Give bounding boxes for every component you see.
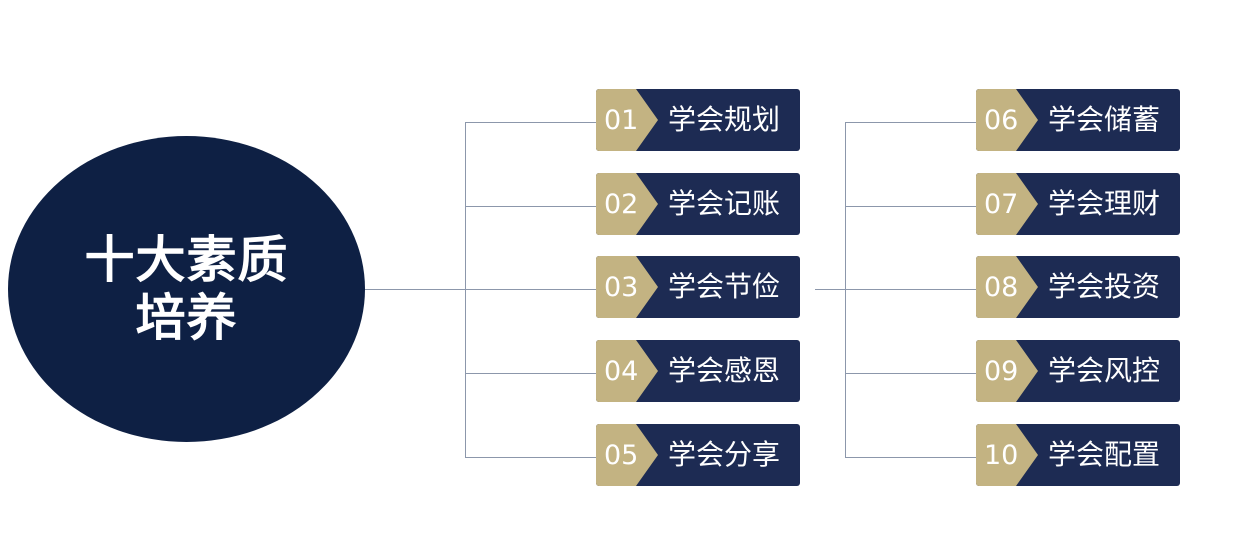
- number-tab-arrow: [636, 256, 658, 318]
- item-number: 06: [976, 89, 1018, 151]
- connector-trunk-2: [815, 289, 846, 290]
- item-label: 学会理财: [1048, 187, 1161, 220]
- connector-branch: [845, 457, 976, 458]
- number-tab-arrow: [1016, 173, 1038, 235]
- item-number: 04: [596, 340, 638, 402]
- item-label: 学会记账: [668, 187, 781, 220]
- item-number: 09: [976, 340, 1018, 402]
- item-number: 02: [596, 173, 638, 235]
- skill-item-01: 01 学会规划: [596, 89, 800, 151]
- item-number: 10: [976, 424, 1018, 486]
- connector-branch: [465, 457, 596, 458]
- number-tab-arrow: [1016, 424, 1038, 486]
- connector-spine-1: [465, 122, 466, 458]
- skill-item-04: 04 学会感恩: [596, 340, 800, 402]
- connector-trunk-1: [365, 289, 466, 290]
- center-node: 十大素质培养: [8, 136, 365, 442]
- skill-item-06: 06 学会储蓄: [976, 89, 1180, 151]
- item-number: 03: [596, 256, 638, 318]
- skill-item-05: 05 学会分享: [596, 424, 800, 486]
- skill-item-10: 10 学会配置: [976, 424, 1180, 486]
- connector-branch: [845, 206, 976, 207]
- number-tab-arrow: [1016, 256, 1038, 318]
- number-tab-arrow: [636, 89, 658, 151]
- connector-branch: [465, 206, 596, 207]
- skill-item-08: 08 学会投资: [976, 256, 1180, 318]
- connector-branch: [845, 122, 976, 123]
- item-label: 学会储蓄: [1048, 103, 1161, 136]
- number-tab-arrow: [1016, 340, 1038, 402]
- item-label: 学会感恩: [668, 354, 781, 387]
- number-tab-arrow: [636, 173, 658, 235]
- number-tab-arrow: [636, 424, 658, 486]
- item-label: 学会风控: [1048, 354, 1161, 387]
- skill-item-02: 02 学会记账: [596, 173, 800, 235]
- item-number: 01: [596, 89, 638, 151]
- skill-item-03: 03 学会节俭: [596, 256, 800, 318]
- connector-branch: [845, 373, 976, 374]
- item-number: 08: [976, 256, 1018, 318]
- item-number: 05: [596, 424, 638, 486]
- item-label: 学会分享: [668, 438, 781, 471]
- skill-item-07: 07 学会理财: [976, 173, 1180, 235]
- item-number: 07: [976, 173, 1018, 235]
- item-label: 学会节俭: [668, 270, 781, 303]
- connector-branch: [465, 373, 596, 374]
- number-tab-arrow: [1016, 89, 1038, 151]
- connector-branch: [465, 122, 596, 123]
- item-label: 学会投资: [1048, 270, 1161, 303]
- center-title: 十大素质培养: [84, 231, 289, 347]
- connector-branch: [465, 289, 596, 290]
- connector-spine-2: [845, 122, 846, 458]
- item-label: 学会配置: [1048, 438, 1161, 471]
- connector-branch: [845, 289, 976, 290]
- number-tab-arrow: [636, 340, 658, 402]
- skill-item-09: 09 学会风控: [976, 340, 1180, 402]
- item-label: 学会规划: [668, 103, 781, 136]
